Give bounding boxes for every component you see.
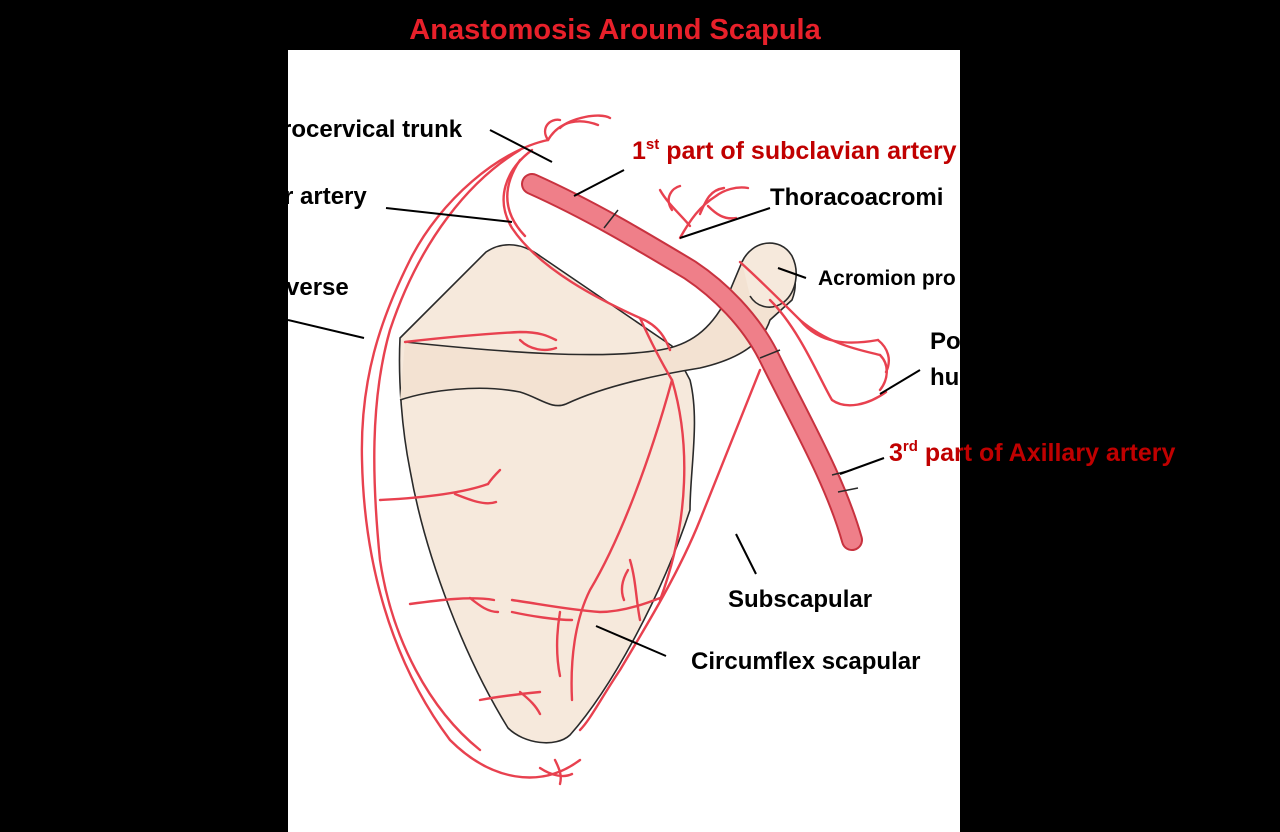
leader-lines [288,129,921,657]
label-subclavian-first-part: 1st part of subclavian artery [632,135,957,165]
label-posterior-humeral-2: hu [930,364,960,391]
label-thoracoacromial: Thoracoacromi [770,184,944,211]
label-circumflex-scapular: Circumflex scapular [691,648,921,675]
label-thyrocervical-trunk: rocervical trunk [282,116,463,143]
label-acromion-process: Acromion pro [818,267,956,290]
label-subscapular: Subscapular [728,586,873,613]
clip-thoracoacromial: Thoracoacromi [770,184,960,218]
label-suprascapular-artery: r artery [284,183,367,210]
clip-posterior-humeral: Po hu [930,328,960,394]
diagram-title: Anastomosis Around Scapula [409,14,821,46]
clip-acromion: Acromion pro [818,266,960,296]
scapular-spine [399,245,796,407]
acromion-process [741,242,797,308]
label-axillary-third-part: 3rd part of Axillary artery [889,437,1176,467]
label-posterior-humeral-1: Po [930,328,960,355]
label-transverse: verse [286,274,349,301]
